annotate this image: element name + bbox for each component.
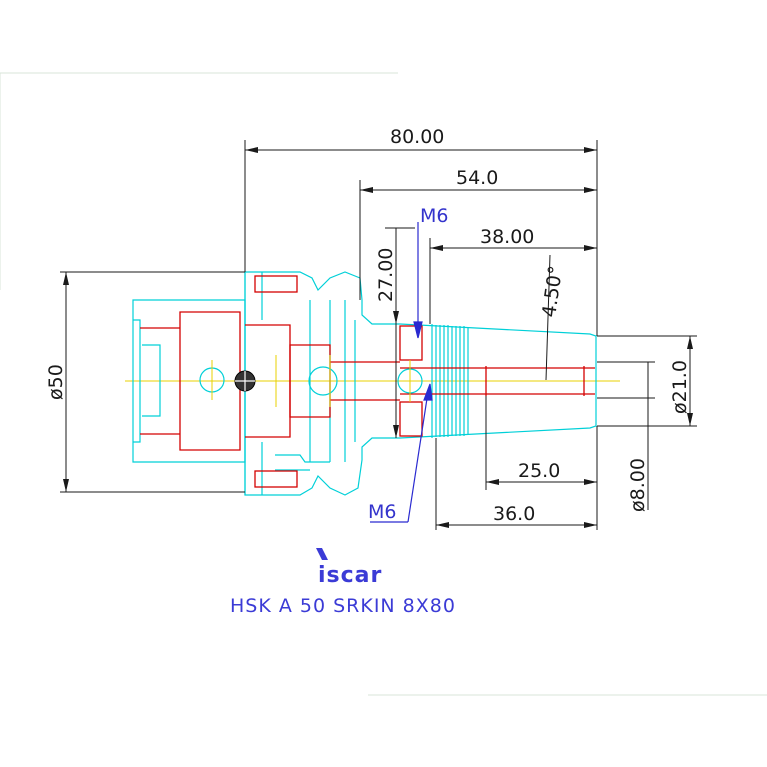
internal-bore bbox=[140, 275, 595, 488]
dim-dia-21: ø21.0 bbox=[669, 360, 691, 414]
dim-dia-8: ø8.00 bbox=[627, 458, 649, 512]
dim-dia-50: ø50 bbox=[45, 364, 67, 400]
arrowheads bbox=[63, 147, 693, 528]
dim-length-25: 25.0 bbox=[518, 460, 560, 482]
drawing-title: HSK A 50 SRKIN 8X80 bbox=[230, 595, 456, 617]
frame bbox=[0, 72, 767, 696]
brand-logo: iscar bbox=[316, 548, 382, 588]
dim-overall-length: 80.00 bbox=[390, 126, 444, 148]
dim-length-36: 36.0 bbox=[493, 503, 535, 525]
dim-angle: 4.50° bbox=[538, 264, 567, 318]
axis-marks bbox=[211, 355, 411, 407]
dimension-lines bbox=[60, 140, 697, 530]
thread-label-top: M6 bbox=[420, 205, 448, 227]
dim-length-38: 38.00 bbox=[480, 226, 534, 248]
holder-outline bbox=[132, 271, 597, 496]
brand-logo-text: iscar bbox=[318, 563, 382, 588]
dim-length-54: 54.0 bbox=[456, 167, 498, 189]
thread-label-bottom: M6 bbox=[368, 501, 396, 523]
thread-lines bbox=[431, 324, 469, 438]
thread-leaders bbox=[370, 222, 433, 523]
dim-height-27: 27.00 bbox=[375, 248, 397, 302]
